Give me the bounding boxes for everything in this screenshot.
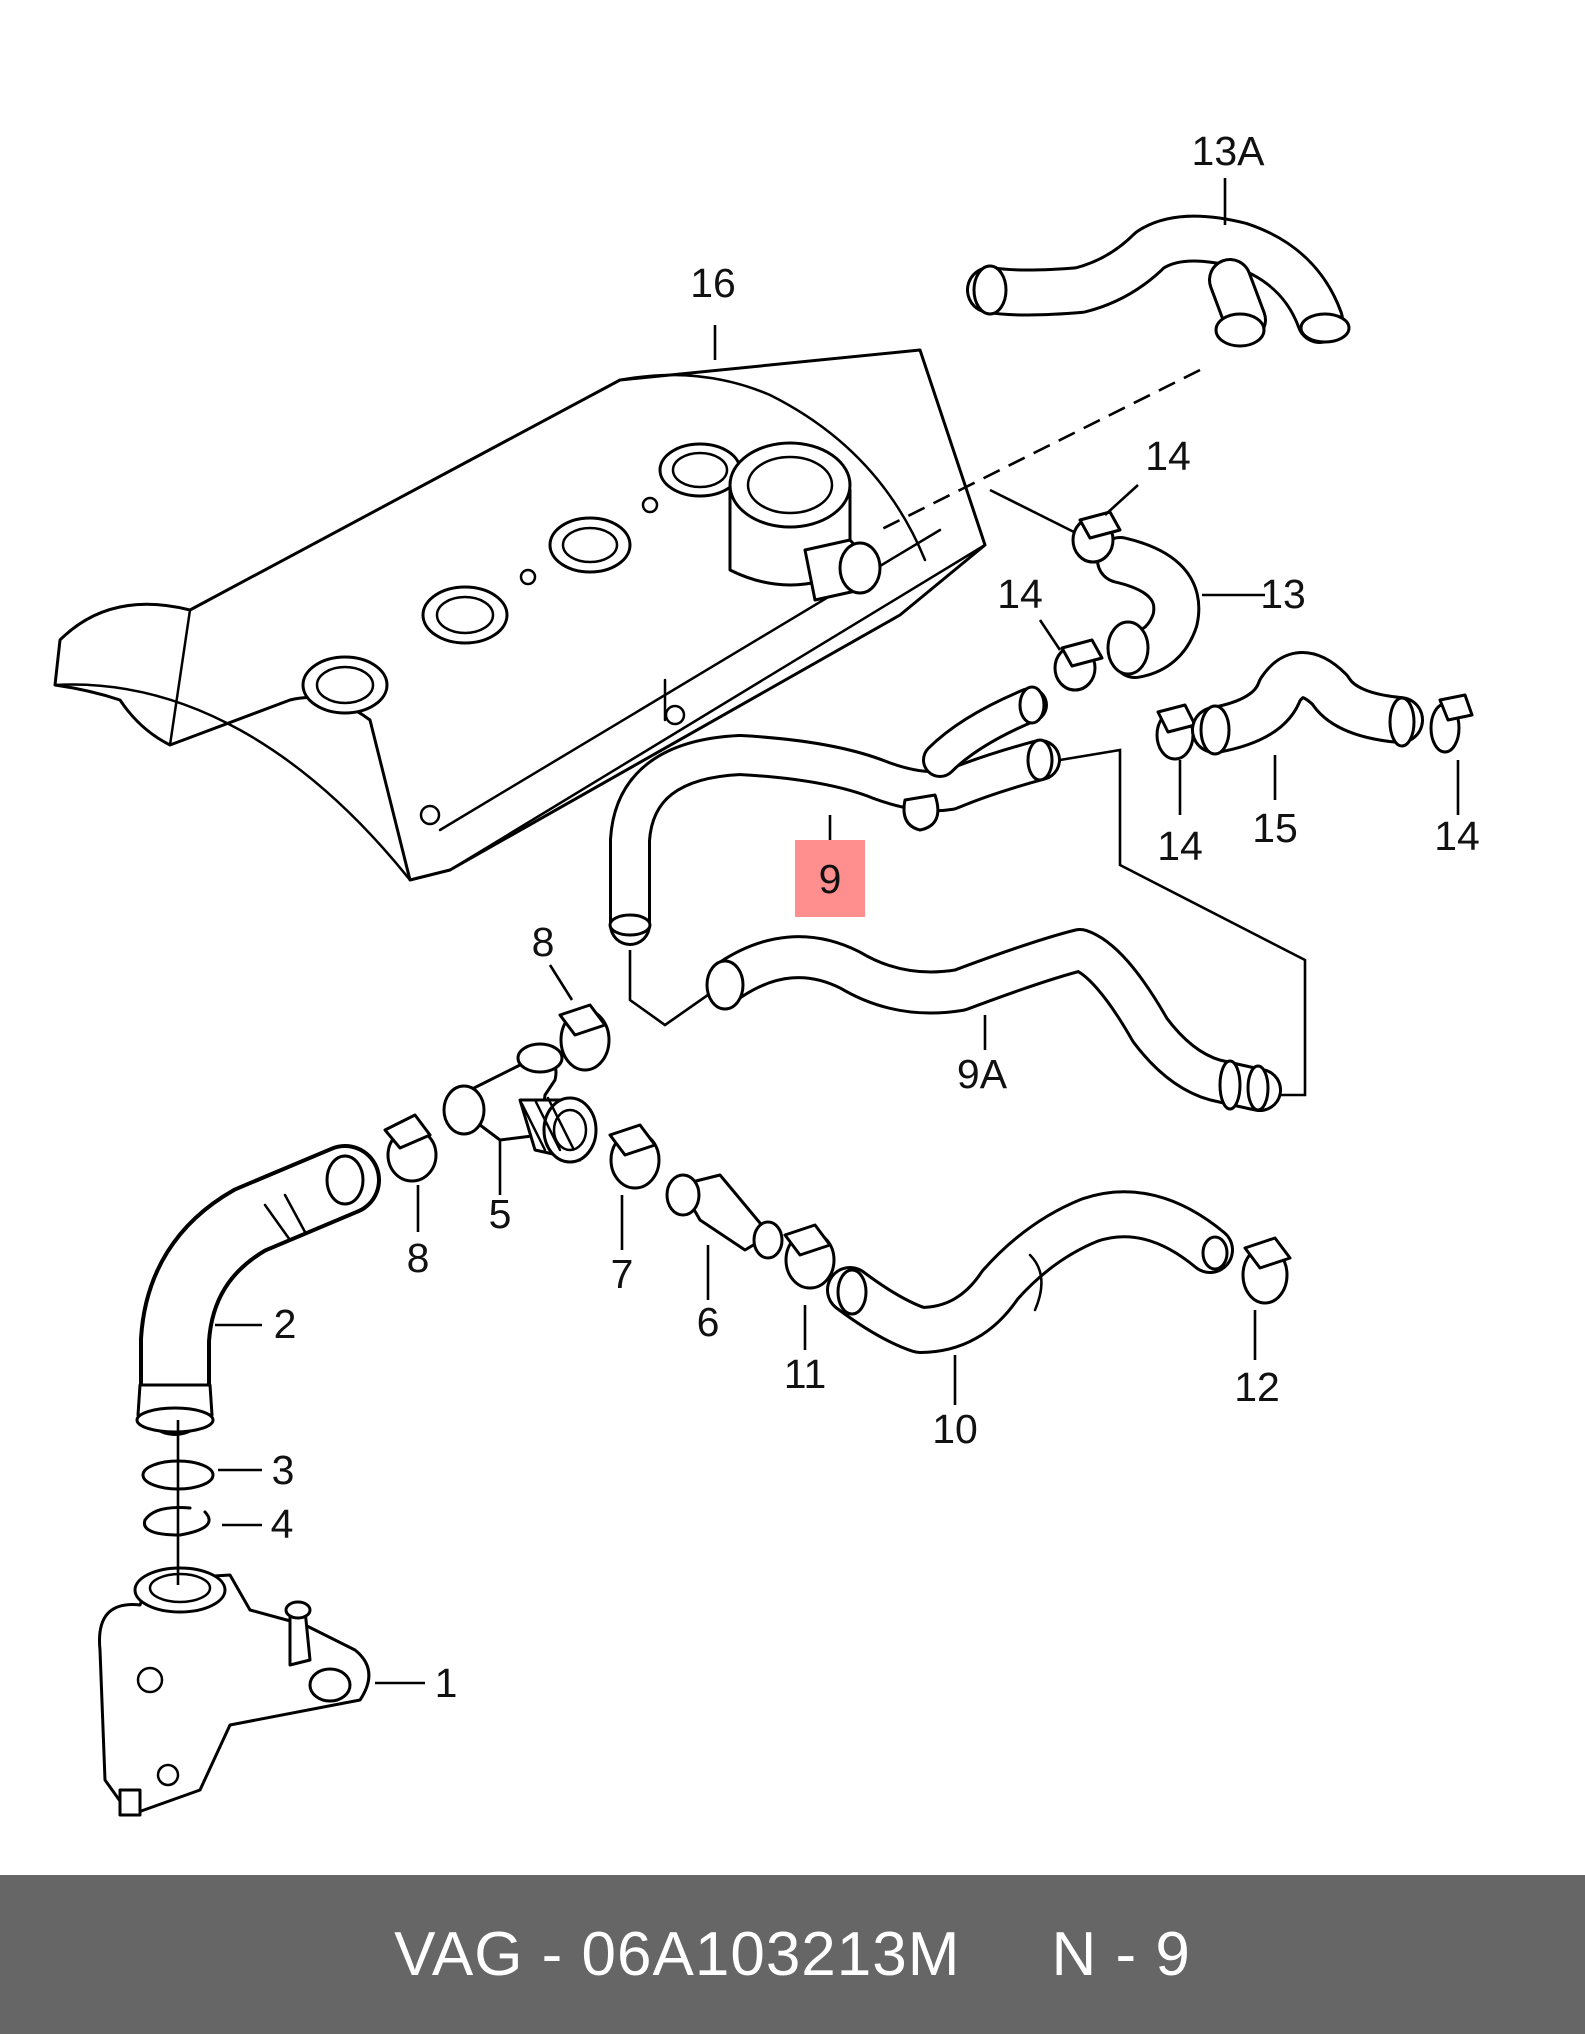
parts-diagram: 16 13A 14 13 14 14 15 14 9 8 9A 2 8 5 7 … <box>53 128 1480 1817</box>
clamp-part-14 <box>1038 484 1474 815</box>
housing-part-1 <box>98 1420 425 1817</box>
valve-part-6 <box>665 1173 784 1300</box>
callout-16: 16 <box>690 260 736 306</box>
callout-14-lower-left: 14 <box>1157 823 1203 869</box>
callout-7: 7 <box>611 1251 634 1297</box>
callout-13a: 13A <box>1192 128 1266 174</box>
clamp-part-8-lower <box>383 1113 438 1232</box>
hose-part-13a <box>879 178 1351 532</box>
callout-3: 3 <box>272 1447 295 1493</box>
callout-1: 1 <box>435 1660 458 1706</box>
pipe-part-2 <box>135 1144 381 1436</box>
hose-part-13 <box>989 488 1265 679</box>
callout-8-lower: 8 <box>407 1235 430 1281</box>
clamp-part-7 <box>608 1123 661 1250</box>
clamp-part-11 <box>783 1223 836 1350</box>
hose-part-9a <box>705 928 1282 1112</box>
footer-bar: VAG - 06A103213M N - 9 <box>0 1875 1585 2034</box>
highlight-box <box>795 840 865 917</box>
callout-8-upper: 8 <box>532 919 555 965</box>
callout-9: 9 <box>819 856 842 902</box>
callout-labels: 16 13A 14 13 14 14 15 14 9 8 9A 2 8 5 7 … <box>271 128 1480 1706</box>
callout-11: 11 <box>784 1351 827 1397</box>
t-piece-part-5 <box>442 1042 598 1195</box>
callout-14-mid: 14 <box>997 571 1043 617</box>
clamp-part-12 <box>1241 1236 1292 1360</box>
callout-14-lower-right: 14 <box>1434 813 1480 859</box>
callout-6: 6 <box>697 1299 720 1345</box>
callout-14-top: 14 <box>1145 433 1191 479</box>
hose-part-9 <box>608 685 1307 1097</box>
callout-15: 15 <box>1252 805 1298 851</box>
footer-part-caption: VAG - 06A103213M N - 9 <box>394 1920 1191 1989</box>
callout-13: 13 <box>1260 571 1306 617</box>
o-ring-part-3 <box>141 1459 262 1491</box>
callout-5: 5 <box>489 1191 512 1237</box>
engine-cover-part-16 <box>53 325 987 882</box>
hose-part-10 <box>826 1190 1234 1405</box>
circlip-part-4 <box>142 1506 262 1537</box>
clamp-part-8-upper <box>548 964 611 1072</box>
hose-part-15 <box>1191 651 1424 800</box>
callout-4: 4 <box>271 1501 294 1547</box>
callout-10: 10 <box>932 1406 978 1452</box>
callout-12: 12 <box>1234 1364 1280 1410</box>
callout-9a: 9A <box>957 1051 1008 1097</box>
callout-2: 2 <box>274 1301 297 1347</box>
